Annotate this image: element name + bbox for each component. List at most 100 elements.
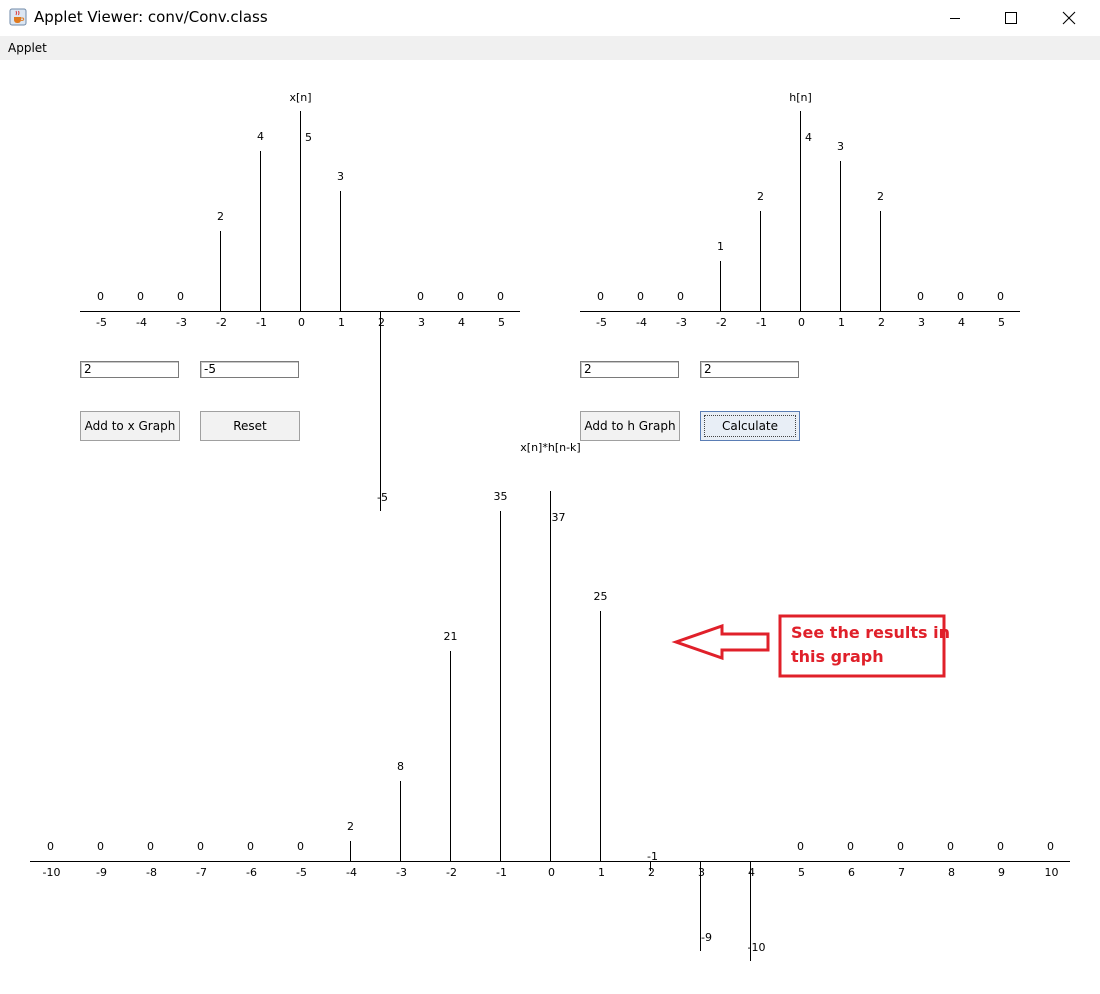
calculate-button[interactable]: Calculate [700,411,800,441]
title-bar: Applet Viewer: conv/Conv.class [0,0,1100,36]
chart3-data-label: -1 [647,850,658,863]
chart3-tick-label: -5 [296,866,307,879]
chart2-data-label: 4 [805,131,812,144]
chart3-tick-label: 8 [948,866,955,879]
chart1-data-label: 0 [177,290,184,303]
chart3-tick-label: 2 [648,866,655,879]
chart1-tick-label: 2 [378,316,385,329]
chart1-tick-label: -3 [176,316,187,329]
chart1-data-label: 0 [417,290,424,303]
chart3-tick-label: -2 [446,866,457,879]
chart1-data-label: 3 [337,170,344,183]
chart1-tick-label: 3 [418,316,425,329]
chart3-tick-label: -8 [146,866,157,879]
chart3-data-label: 0 [797,840,804,853]
chart1-data-label: 5 [305,131,312,144]
chart3-data-label: 0 [1047,840,1054,853]
chart3-tick-label: 9 [998,866,1005,879]
chart3-tick-label: -1 [496,866,507,879]
chart2-data-label: 0 [677,290,684,303]
chart1-tick-label: -1 [256,316,267,329]
chart1-data-label: 0 [97,290,104,303]
focus-indicator [704,415,796,437]
chart2-tick-label: -4 [636,316,647,329]
add-to-x-graph-button[interactable]: Add to x Graph [80,411,180,441]
chart1-title: x[n] [289,91,311,104]
chart2-data-label: 0 [597,290,604,303]
chart2-data-label: 0 [997,290,1004,303]
chart3-data-label: 0 [897,840,904,853]
window-title: Applet Viewer: conv/Conv.class [34,8,268,26]
chart3-tick-label: 0 [548,866,555,879]
chart2-tick-label: 3 [918,316,925,329]
annotation-text-line2: this graph [791,647,884,666]
chart3-tick-label: -3 [396,866,407,879]
chart2-title: h[n] [789,91,812,104]
chart3-data-label: 0 [197,840,204,853]
chart3-tick-label: 1 [598,866,605,879]
chart2-data-label: 2 [877,190,884,203]
add-to-h-graph-button[interactable]: Add to h Graph [580,411,680,441]
chart3-data-label: 0 [247,840,254,853]
chart3-data-label: 8 [397,760,404,773]
chart2-tick-label: 4 [958,316,965,329]
x-index-input[interactable] [80,361,179,378]
h-index-input[interactable] [580,361,679,378]
reset-button[interactable]: Reset [200,411,300,441]
chart1-tick-label: 4 [458,316,465,329]
chart3-data-label: 0 [47,840,54,853]
menu-applet[interactable]: Applet [8,41,47,55]
close-button[interactable] [1040,0,1098,36]
chart1-tick-label: 1 [338,316,345,329]
chart1-data-label: 0 [497,290,504,303]
chart3-tick-label: 5 [798,866,805,879]
chart3-tick-label: -6 [246,866,257,879]
chart1-tick-label: -4 [136,316,147,329]
chart2-data-label: 0 [637,290,644,303]
chart1-data-label: 0 [137,290,144,303]
annotation-arrow [671,623,770,661]
menu-bar: Applet [0,36,1100,60]
chart2-tick-label: 1 [838,316,845,329]
x-value-input[interactable] [200,361,299,378]
chart3-data-label: 2 [347,820,354,833]
chart3-data-label: 35 [494,490,508,503]
chart1-tick-label: 5 [498,316,505,329]
chart2-tick-label: -3 [676,316,687,329]
chart3-data-label: -10 [748,941,766,954]
close-icon [1062,11,1076,25]
chart2-tick-label: -5 [596,316,607,329]
maximize-button[interactable] [982,0,1040,36]
chart2-tick-label: 2 [878,316,885,329]
chart2-tick-label: -2 [716,316,727,329]
chart2-tick-label: 5 [998,316,1005,329]
h-value-input[interactable] [700,361,799,378]
chart2-tick-label: -1 [756,316,767,329]
chart3-data-label: 0 [297,840,304,853]
java-cup-icon [9,8,27,26]
chart3-tick-label: 4 [748,866,755,879]
chart1-data-label: 4 [257,130,264,143]
chart3-tick-label: 6 [848,866,855,879]
chart3-tick-label: -7 [196,866,207,879]
chart3-tick-label: 3 [698,866,705,879]
annotation-text-line1: See the results in [791,623,950,642]
chart3-tick-label: 7 [898,866,905,879]
chart2-data-label: 1 [717,240,724,253]
chart3-data-label: 0 [997,840,1004,853]
chart3-title: x[n]*h[n-k] [520,441,580,454]
chart1-tick-label: 0 [298,316,305,329]
chart2-data-label: 3 [837,140,844,153]
chart1-tick-label: -2 [216,316,227,329]
chart1-data-label: 2 [217,210,224,223]
chart3-tick-label: -9 [96,866,107,879]
chart3-tick-label: -10 [43,866,61,879]
chart3-data-label: -9 [701,931,712,944]
chart1-data-label: 0 [457,290,464,303]
minimize-icon [950,18,960,19]
annotation-box [778,614,946,678]
chart3-data-label: 0 [147,840,154,853]
minimize-button[interactable] [926,0,984,36]
chart3-tick-label: 10 [1045,866,1059,879]
